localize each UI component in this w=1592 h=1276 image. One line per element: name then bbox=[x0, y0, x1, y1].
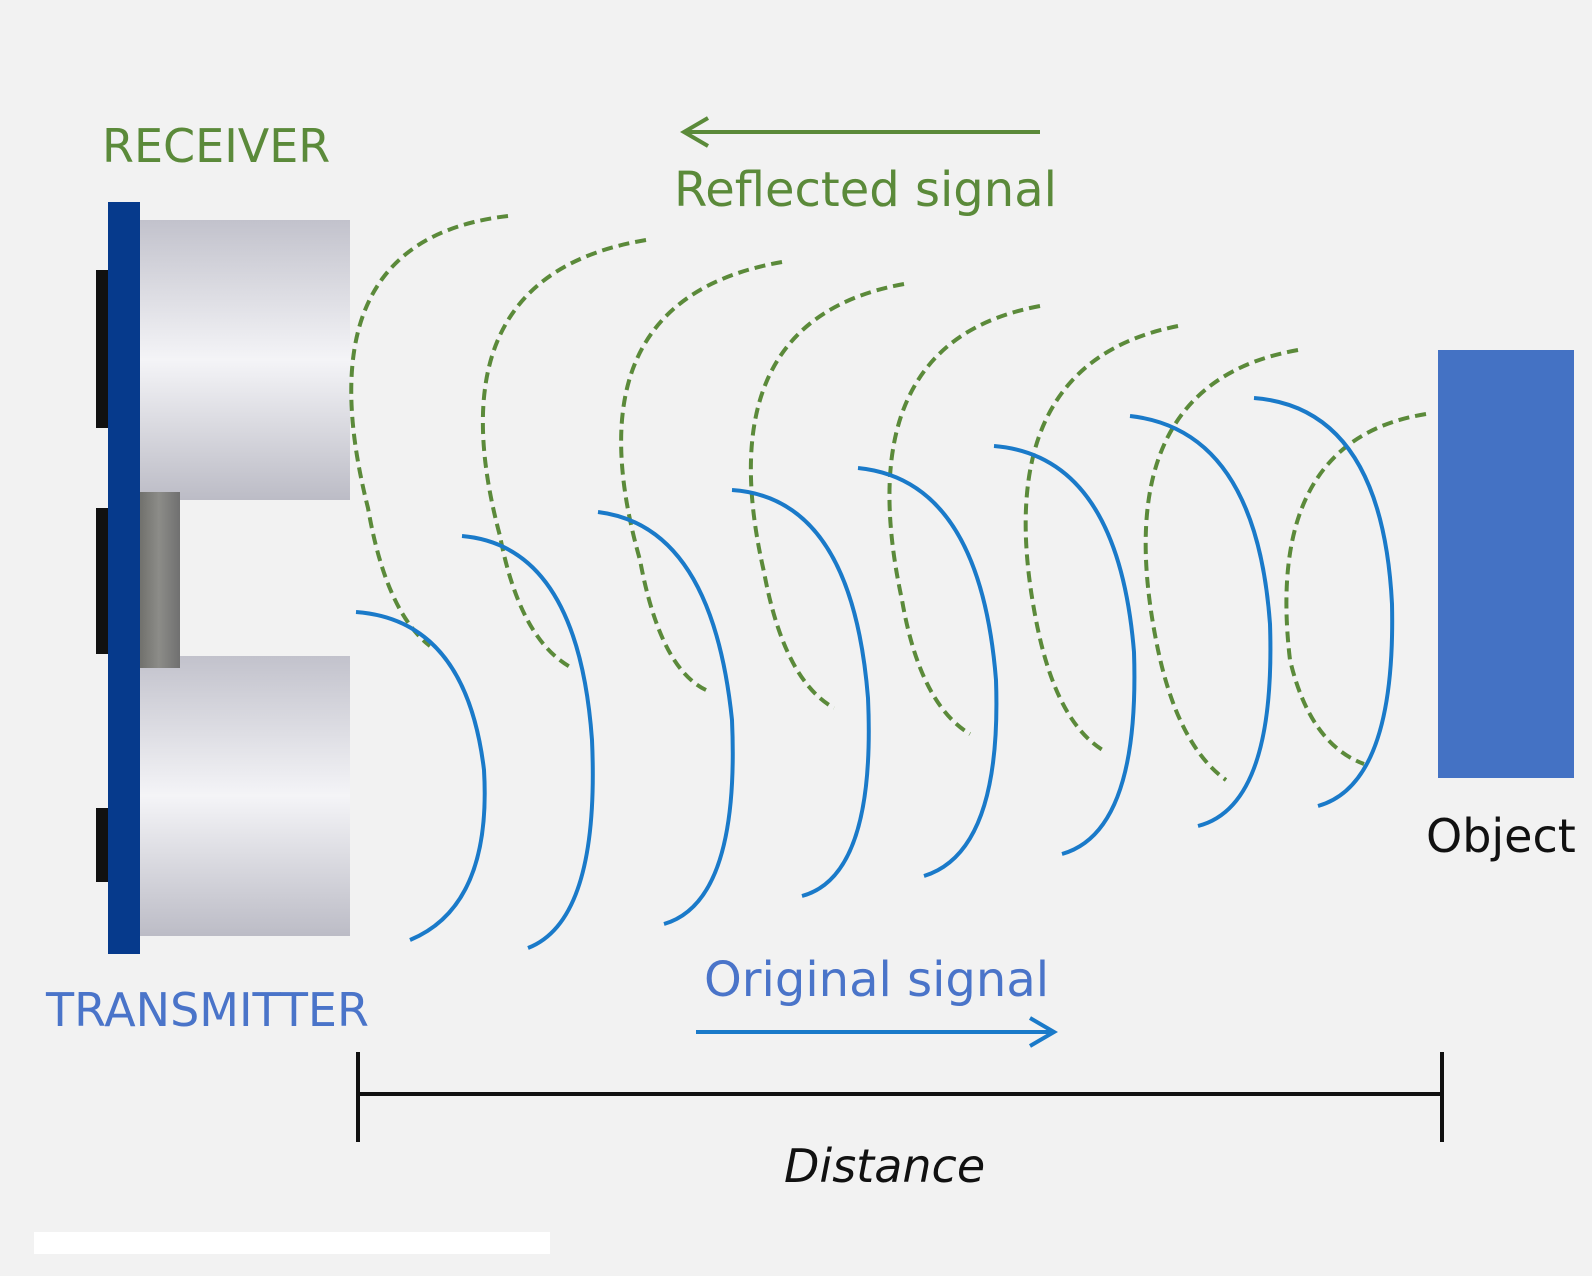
reflected-wave-8 bbox=[1284, 412, 1427, 766]
original-wave-5 bbox=[857, 466, 999, 878]
original-wave-1 bbox=[355, 610, 487, 942]
reflected-wave-5 bbox=[887, 304, 1041, 736]
reflected-wave-6 bbox=[1023, 324, 1179, 754]
reflected-wave-3 bbox=[619, 260, 783, 692]
crystal-oscillator bbox=[138, 492, 180, 668]
original-arrow bbox=[696, 1016, 1058, 1048]
reflected-signal-label: Reflected signal bbox=[674, 162, 1057, 218]
original-wave-2 bbox=[461, 534, 595, 950]
original-wave-7 bbox=[1129, 414, 1273, 828]
ultrasonic-sensor bbox=[96, 202, 350, 954]
reflected-wave-1 bbox=[349, 214, 509, 648]
original-waves bbox=[355, 396, 1395, 950]
reflected-waves bbox=[349, 214, 1427, 782]
original-wave-4 bbox=[731, 488, 871, 898]
reflected-wave-7 bbox=[1143, 348, 1299, 782]
receiver-label: RECEIVER bbox=[102, 119, 330, 173]
original-wave-6 bbox=[993, 444, 1137, 856]
original-wave-8 bbox=[1253, 396, 1395, 808]
distance-dimension bbox=[356, 1052, 1444, 1142]
receiver-cylinder bbox=[138, 220, 350, 500]
object-label: Object bbox=[1426, 809, 1576, 863]
transmitter-cylinder bbox=[138, 656, 350, 936]
footer-strip bbox=[34, 1232, 550, 1254]
circuit-board bbox=[108, 202, 140, 954]
object-block bbox=[1438, 350, 1574, 778]
transmitter-label: TRANSMITTER bbox=[45, 983, 369, 1037]
reflected-wave-4 bbox=[748, 282, 905, 710]
distance-label: Distance bbox=[784, 1139, 985, 1193]
reflected-arrow bbox=[680, 116, 1040, 148]
original-signal-label: Original signal bbox=[704, 952, 1049, 1008]
original-wave-3 bbox=[597, 510, 735, 926]
reflected-wave-2 bbox=[480, 238, 647, 670]
